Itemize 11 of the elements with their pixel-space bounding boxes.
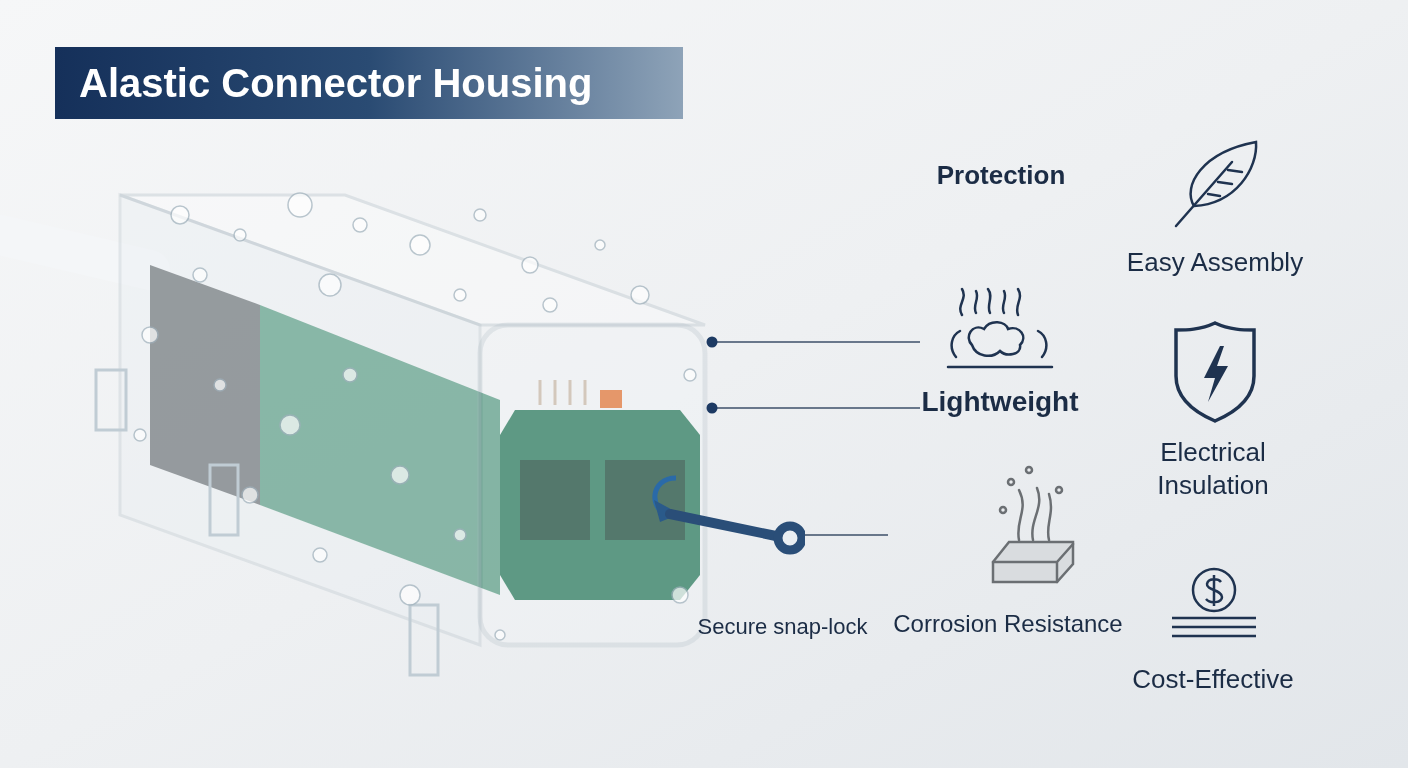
feature-label: Secure snap-lock (696, 613, 869, 641)
feature-label: Easy Assembly (1125, 246, 1305, 279)
title-banner: Alastic Connector Housing (55, 47, 683, 119)
feature-label: Cost-Effective (1131, 663, 1295, 696)
feature-label: Electrical Insulation (1156, 436, 1270, 502)
leader-line (804, 534, 889, 536)
leader-line (706, 336, 921, 348)
feature-label: Protection (935, 159, 1067, 192)
feature-label: Corrosion Resistance (893, 609, 1123, 639)
leader-line (706, 402, 921, 414)
feature-label: Lightweight (921, 385, 1079, 419)
